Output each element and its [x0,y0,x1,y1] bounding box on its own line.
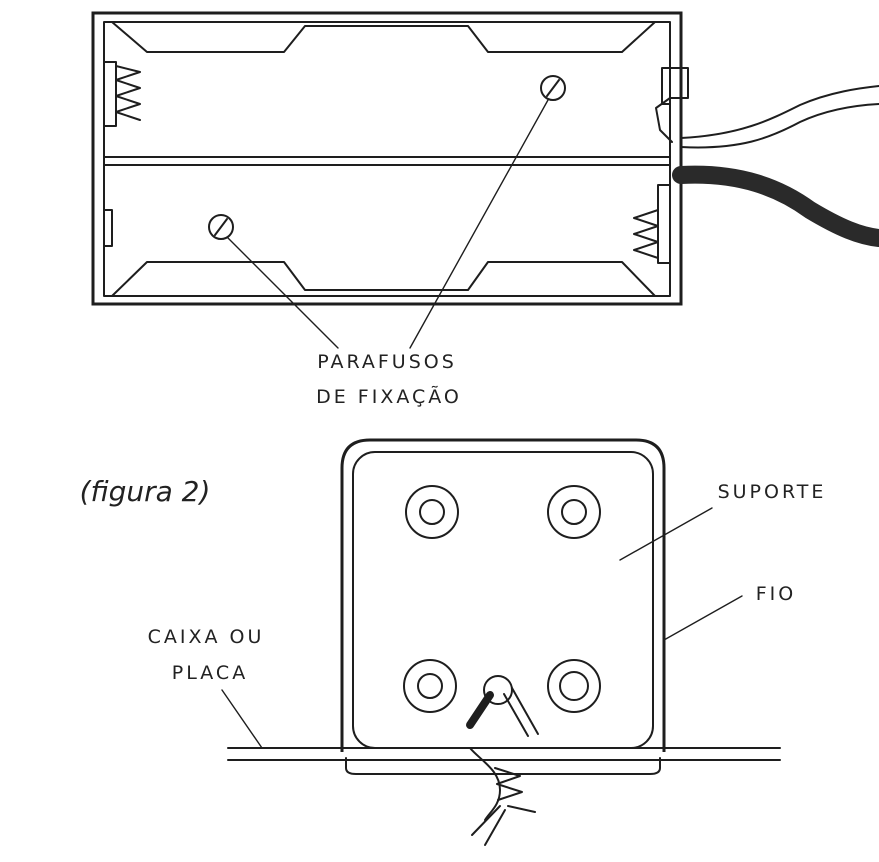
holder-inner-frame [103,21,671,297]
terminal-icon [547,659,601,713]
terminal-icon [403,659,457,713]
box-panel [227,747,781,761]
box-label-line1: CAIXA OU [148,626,265,648]
support-outer [340,438,666,752]
spring-right-lower [633,184,671,264]
battery-holder-top-view [91,11,879,349]
box-label-line2: PLACA [172,662,248,684]
figure-caption: (figura 2) [80,475,211,508]
screw-icon [540,75,566,101]
spring-left-upper [103,61,141,127]
terminal-tab [669,67,689,99]
leader-line [663,595,743,641]
support-label: SUPORTE [718,481,827,503]
support-front-view [340,438,666,846]
wire-black [672,165,879,247]
terminal-icon [547,485,601,539]
leader-line [409,99,549,349]
screws-label-line1: PARAFUSOS [317,351,457,373]
lower-cell-slot [111,261,656,297]
screw-icon [208,214,234,240]
screws-label-line2: DE FIXAÇÃO [316,385,462,408]
leader-line [619,507,713,561]
contact-left-lower [103,209,113,247]
terminal-icon [405,485,459,539]
leader-line [227,237,339,349]
leader-line [221,689,263,749]
upper-cell-slot [111,21,656,53]
wire-label: FIO [756,583,797,605]
holder-frame [91,11,683,306]
wire-red [680,85,879,139]
